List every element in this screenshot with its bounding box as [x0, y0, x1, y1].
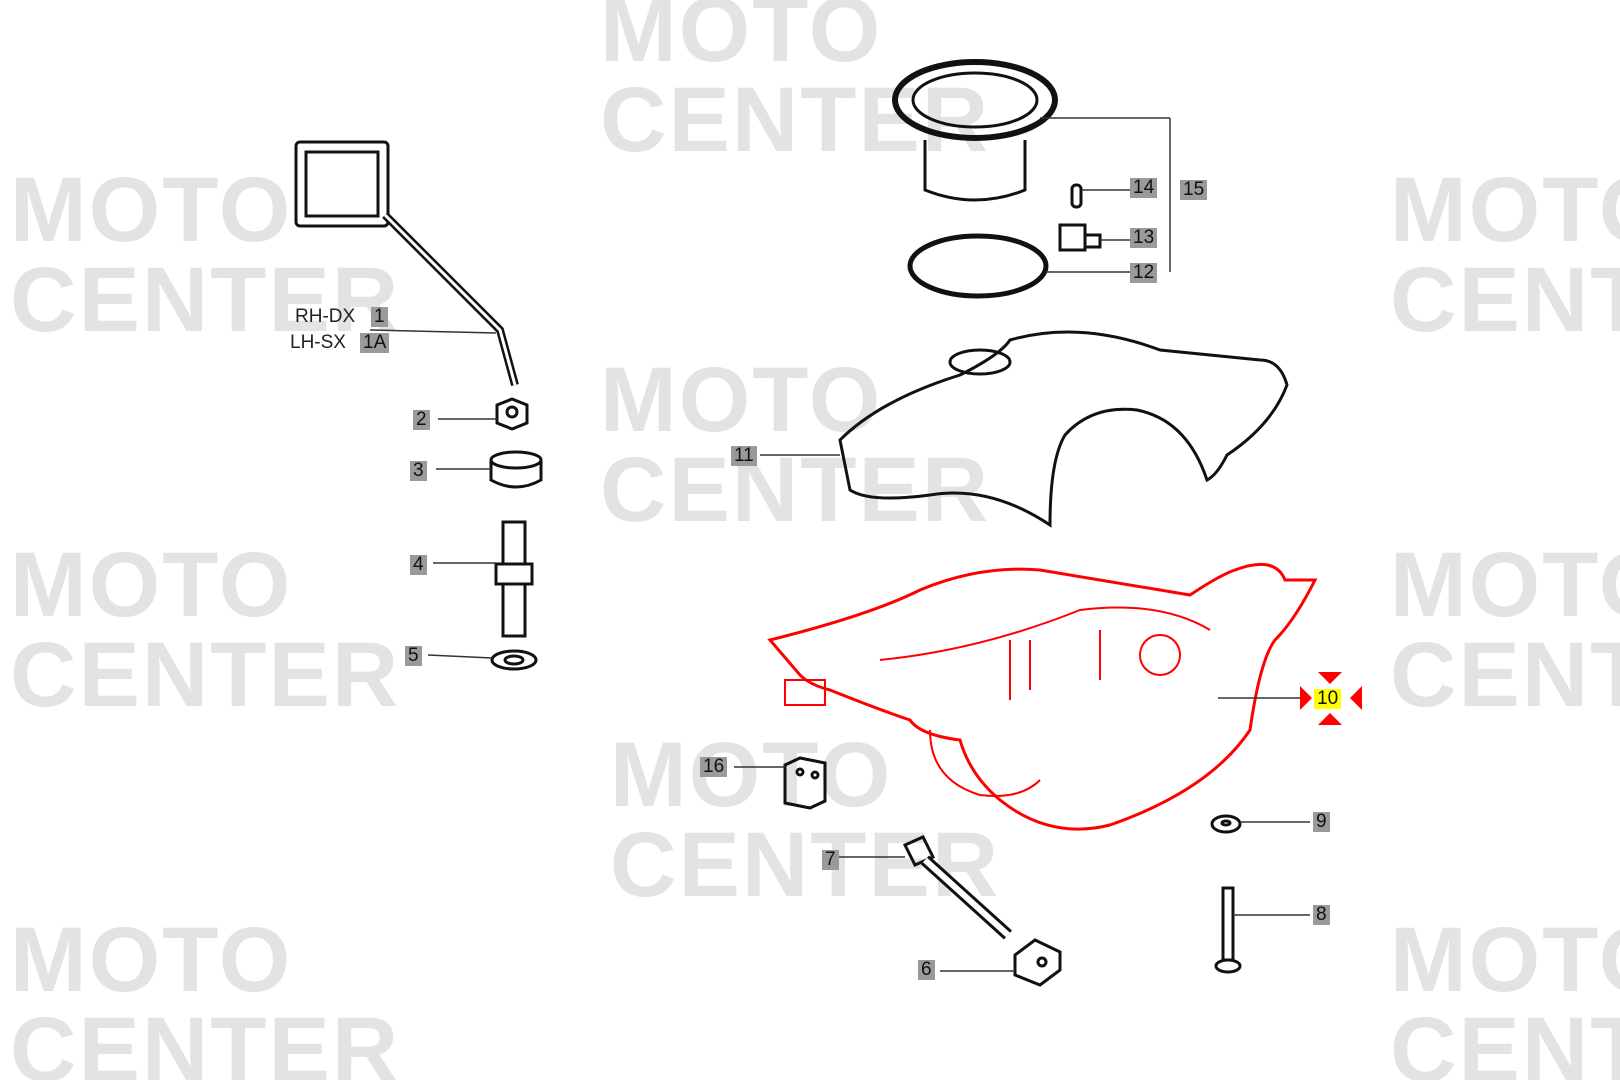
socket-part[interactable] — [1058, 223, 1102, 252]
handlebar-body-part[interactable] — [767, 562, 1318, 831]
label-part-7[interactable]: 7 — [822, 850, 839, 870]
label-part-2[interactable]: 2 — [413, 410, 430, 430]
stud-part[interactable] — [494, 520, 534, 638]
label-part-11[interactable]: 11 — [731, 446, 757, 466]
watermark: MOTO CENTER — [1390, 159, 1620, 351]
label-part-13[interactable]: 13 — [1130, 228, 1158, 248]
watermark: MOTO CENTER — [600, 349, 991, 541]
watermark: MOTO CENTER — [10, 534, 401, 726]
watermark: MOTO CENTER — [1390, 534, 1620, 726]
label-part-6[interactable]: 6 — [918, 960, 935, 980]
top-cover-part[interactable] — [838, 330, 1289, 528]
label-part-1[interactable]: 1 — [371, 307, 388, 327]
speedometer-part[interactable] — [892, 59, 1058, 202]
label-part-8[interactable]: 8 — [1313, 905, 1330, 925]
label-part-15[interactable]: 15 — [1180, 180, 1208, 200]
watermark: MOTO CENTER — [1390, 909, 1620, 1080]
watermark: MOTO CENTER — [10, 909, 401, 1080]
watermark: MOTO CENTER — [610, 724, 1001, 916]
washer-part[interactable] — [490, 649, 538, 671]
leader-lines — [369, 117, 1310, 972]
label-part-3[interactable]: 3 — [410, 461, 427, 481]
label-part-14[interactable]: 14 — [1130, 178, 1158, 198]
nut-part[interactable] — [495, 397, 529, 431]
label-part-10[interactable]: 10 — [1314, 689, 1342, 709]
rubber-part[interactable] — [489, 450, 543, 489]
square-nut-part[interactable] — [1013, 938, 1062, 987]
mirror-part[interactable] — [294, 140, 519, 387]
bulb-part[interactable] — [1070, 183, 1083, 209]
label-rh-dx: RH-DX — [295, 306, 356, 327]
label-part-1a[interactable]: 1A — [360, 333, 390, 353]
bolt-part[interactable] — [902, 835, 1013, 940]
label-part-5[interactable]: 5 — [405, 646, 422, 666]
selection-marker-icon — [1300, 672, 1362, 725]
gasket-part[interactable] — [907, 233, 1049, 299]
label-lh-sx: LH-SX — [290, 332, 346, 353]
watermark: MOTO CENTER — [10, 159, 401, 351]
label-part-16[interactable]: 16 — [700, 757, 728, 777]
rubber-block-part[interactable] — [783, 756, 827, 810]
label-part-4[interactable]: 4 — [410, 555, 427, 575]
label-part-12[interactable]: 12 — [1130, 263, 1158, 283]
screw-part[interactable] — [1214, 886, 1242, 974]
washer-small-part[interactable] — [1210, 814, 1242, 834]
label-part-9[interactable]: 9 — [1313, 812, 1330, 832]
